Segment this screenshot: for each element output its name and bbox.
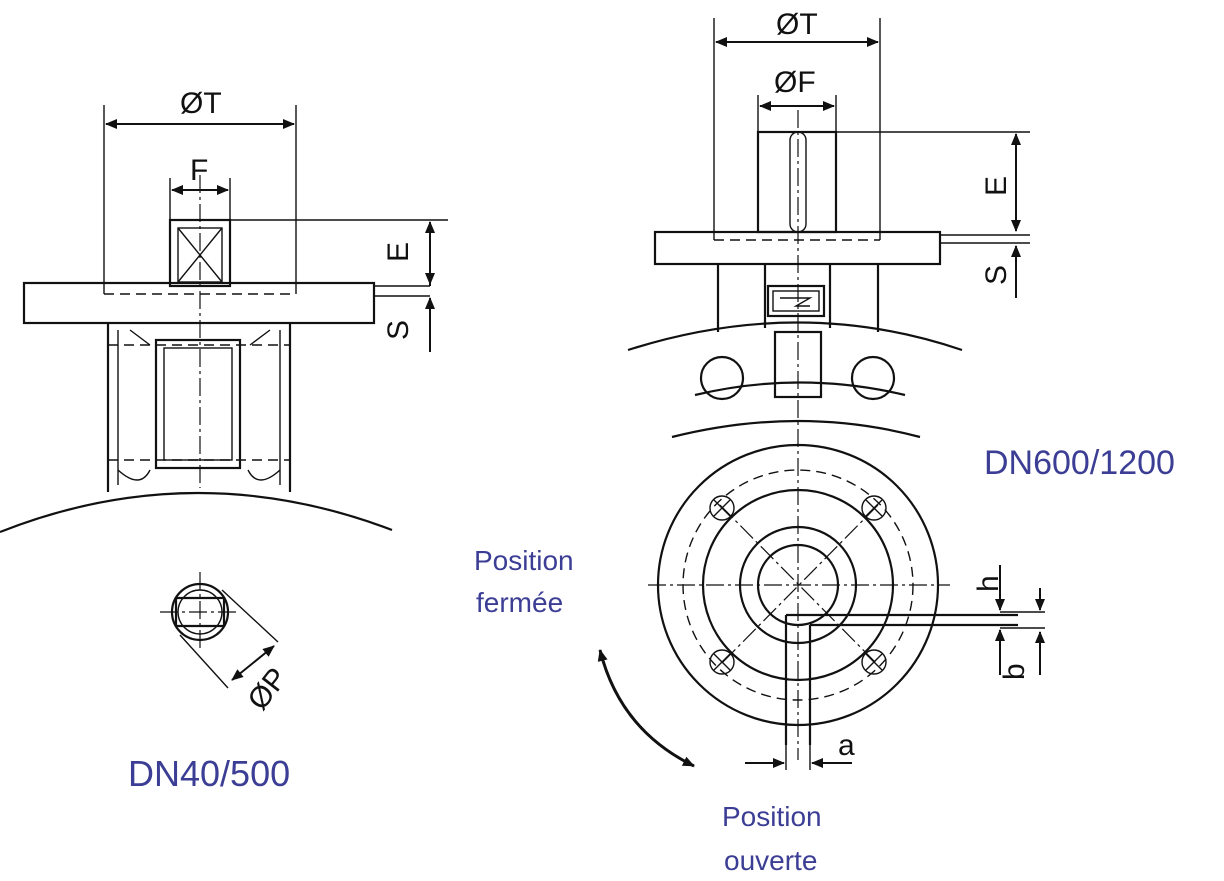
right-dim-h-label: h bbox=[972, 575, 1005, 592]
right-caption: DN600/1200 bbox=[984, 444, 1175, 482]
position-closed-line2: fermée bbox=[476, 587, 563, 618]
position-open-line2: ouverte bbox=[724, 845, 817, 876]
right-dim-s-label: S bbox=[980, 265, 1013, 285]
right-dim-t-label: ØT bbox=[776, 8, 818, 41]
right-dim-a-label: a bbox=[838, 729, 855, 762]
right-view-dn600-1200 bbox=[597, 18, 1045, 770]
position-closed-line1: Position bbox=[474, 545, 574, 576]
left-dim-p-label: ØP bbox=[242, 662, 295, 716]
left-caption: DN40/500 bbox=[128, 753, 290, 794]
left-dim-f-label: F bbox=[190, 154, 208, 187]
position-open-line1: Position bbox=[722, 801, 822, 832]
right-dim-f-label: ØF bbox=[774, 66, 816, 99]
left-dim-s-label: S bbox=[382, 320, 415, 340]
left-dim-t-label: ØT bbox=[180, 87, 222, 120]
left-view-dn40-500 bbox=[0, 105, 448, 689]
left-dim-e-label: E bbox=[382, 242, 415, 262]
right-dim-e-label: E bbox=[980, 176, 1013, 196]
right-dim-b-label: b bbox=[998, 663, 1031, 680]
